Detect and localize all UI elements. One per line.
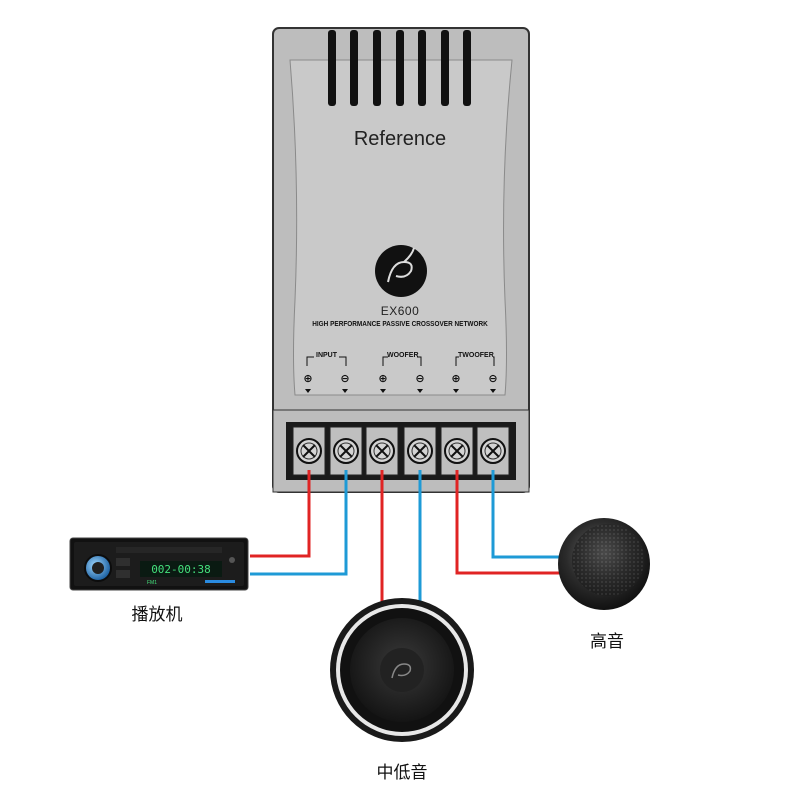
input-plus-icon: ⊕	[303, 373, 313, 385]
terminal-brackets	[306, 356, 495, 366]
terminal-arrows	[305, 389, 496, 393]
head-unit-display-text: 002-00:38	[151, 563, 211, 576]
wire-input-positive	[250, 470, 311, 558]
terminal-screw-ring	[411, 442, 429, 460]
terminal-label-input: INPUT	[316, 352, 337, 359]
wires	[250, 470, 566, 604]
vent-slot	[418, 30, 426, 106]
vent-slot	[373, 30, 381, 106]
woofer-swan-logo-icon	[391, 663, 412, 679]
vent-slot	[463, 30, 471, 106]
wire-input-negative	[250, 470, 348, 576]
terminal-screw-cross	[339, 444, 353, 458]
wire-tweeter-positive	[455, 470, 566, 575]
vent-slots	[328, 30, 471, 106]
vent-slot	[350, 30, 358, 106]
tweeter-caption: 高音	[590, 632, 624, 651]
terminal-screw-cross	[413, 444, 427, 458]
crossover-model: EX600	[380, 304, 420, 318]
crossover-body-panel	[289, 59, 513, 396]
crossover-brand: Reference	[353, 128, 447, 150]
head-unit-eq-bar	[205, 580, 235, 583]
vent-slot	[441, 30, 449, 106]
tweeter-plus-icon: ⊕	[451, 373, 461, 385]
woofer-caption: 中低音	[376, 763, 428, 782]
swan-logo-icon	[375, 245, 427, 297]
terminal-label-woofer: WOOFER	[387, 352, 419, 359]
head-unit-caption: 播放机	[131, 605, 183, 624]
woofer-plus-icon: ⊕	[378, 373, 388, 385]
usb-port-icon	[229, 557, 235, 563]
volume-knob-center	[92, 562, 104, 574]
terminal-screw-cross	[302, 444, 316, 458]
terminal-screw-cross	[375, 444, 389, 458]
tweeter-speaker	[558, 518, 650, 610]
terminal-screws	[292, 426, 510, 476]
head-unit-top-strip	[116, 547, 222, 553]
head-unit: 002-00:38 FM1	[69, 537, 249, 591]
terminal-screw-ring	[484, 442, 502, 460]
crossover-description: HIGH PERFORMANCE PASSIVE CROSSOVER NETWO…	[312, 321, 488, 328]
crossover-unit	[272, 27, 530, 493]
terminal-screw-cross	[486, 444, 500, 458]
input-minus-icon: ⊖	[340, 373, 350, 385]
tweeter-grille-shade	[572, 524, 644, 596]
head-unit-button	[116, 558, 130, 566]
tweeter-minus-icon: ⊖	[488, 373, 498, 385]
terminal-label-tweeter: TWOOFER	[458, 352, 494, 359]
head-unit-button	[116, 570, 130, 578]
woofer-speaker	[330, 598, 474, 742]
terminal-screw-ring	[337, 442, 355, 460]
woofer-minus-icon: ⊖	[415, 373, 425, 385]
terminal-screw-ring	[373, 442, 391, 460]
wire-tweeter-negative	[491, 470, 566, 559]
head-unit-display	[140, 561, 222, 577]
head-unit-band: FM1	[147, 580, 157, 586]
terminal-screw-cross	[450, 444, 464, 458]
vent-slot	[328, 30, 336, 106]
woofer-dust-cap	[380, 648, 424, 692]
terminal-screw-ring	[300, 442, 318, 460]
vent-slot	[396, 30, 404, 106]
terminal-screw-ring	[448, 442, 466, 460]
